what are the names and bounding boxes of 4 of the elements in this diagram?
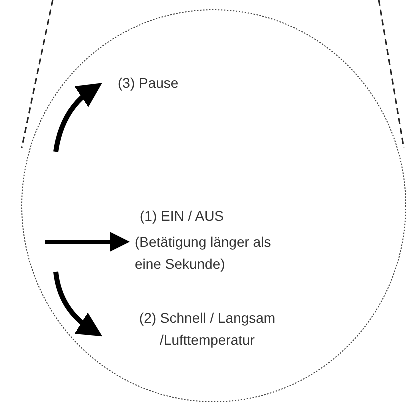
action-label: (3) Pause — [118, 74, 179, 93]
note-text: (Betätigung länger als eine Sekunde) — [135, 233, 272, 274]
action-label: (1) EIN / AUS — [140, 207, 224, 226]
action-label: (2) Schnell / Langsam /Lufttemperatur — [138, 309, 277, 350]
